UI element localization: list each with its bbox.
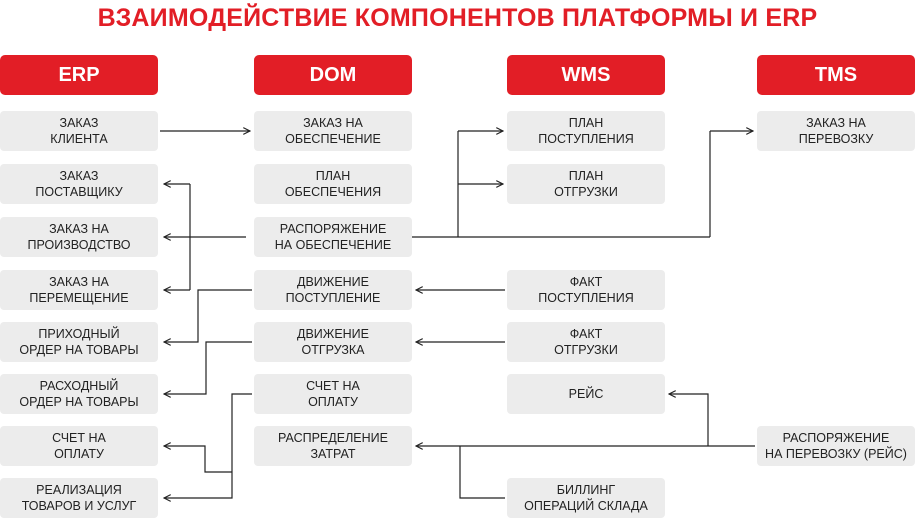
- arrow-invoice-to-erp-sales: [164, 472, 233, 498]
- erp-invoice: СЧЕТ НА ОПЛАТУ: [0, 426, 158, 466]
- header-dom: DOM: [254, 55, 412, 95]
- wms-shipment-fact: ФАКТ ОТГРУЗКИ: [507, 322, 665, 362]
- line-billing-to-cost: [459, 446, 505, 499]
- wms-trip: РЕЙС: [507, 374, 665, 414]
- erp-issue-order: РАСХОДНЫЙ ОРДЕР НА ТОВАРЫ: [0, 374, 158, 414]
- wms-warehouse-billing: БИЛЛИНГ ОПЕРАЦИЙ СКЛАДА: [507, 478, 665, 518]
- header-wms: WMS: [507, 55, 665, 95]
- wms-receipt-plan: ПЛАН ПОСТУПЛЕНИЯ: [507, 111, 665, 151]
- arrow-invoice-to-erp-invoice: [164, 446, 232, 473]
- dom-fulfillment-directive: РАСПОРЯЖЕНИЕ НА ОБЕСПЕЧЕНИЕ: [254, 217, 412, 257]
- erp-customer-order: ЗАКАЗ КЛИЕНТА: [0, 111, 158, 151]
- erp-supplier-order: ЗАКАЗ ПОСТАВЩИКУ: [0, 164, 158, 204]
- erp-sales: РЕАЛИЗАЦИЯ ТОВАРОВ И УСЛУГ: [0, 478, 158, 518]
- erp-receipt-order: ПРИХОДНЫЙ ОРДЕР НА ТОВАРЫ: [0, 322, 158, 362]
- line-invoice-branch: [231, 393, 252, 472]
- erp-transfer-order: ЗАКАЗ НА ПЕРЕМЕЩЕНИЕ: [0, 270, 158, 310]
- erp-production-order: ЗАКАЗ НА ПРОИЗВОДСТВО: [0, 217, 158, 257]
- diagram-title: ВЗАИМОДЕЙСТВИЕ КОМПОНЕНТОВ ПЛАТФОРМЫ И E…: [97, 4, 818, 32]
- header-erp: ERP: [0, 55, 158, 95]
- dom-invoice: СЧЕТ НА ОПЛАТУ: [254, 374, 412, 414]
- arrow-receipt-movement-to-receipt-order: [164, 289, 252, 342]
- wms-receipt-fact: ФАКТ ПОСТУПЛЕНИЯ: [507, 270, 665, 310]
- header-tms: TMS: [757, 55, 915, 95]
- dom-fulfillment-order: ЗАКАЗ НА ОБЕСПЕЧЕНИЕ: [254, 111, 412, 151]
- dom-cost-allocation: РАСПРЕДЕЛЕНИЕ ЗАТРАТ: [254, 426, 412, 466]
- arrow-shipment-movement-to-issue-order: [164, 341, 252, 394]
- dom-shipment-movement: ДВИЖЕНИЕ ОТГРУЗКА: [254, 322, 412, 362]
- tms-transport-order: ЗАКАЗ НА ПЕРЕВОЗКУ: [757, 111, 915, 151]
- arrow-to-trip: [669, 394, 709, 446]
- dom-receipt-movement: ДВИЖЕНИЕ ПОСТУПЛЕНИЕ: [254, 270, 412, 310]
- tms-transport-directive: РАСПОРЯЖЕНИЕ НА ПЕРЕВОЗКУ (РЕЙС): [757, 426, 915, 466]
- wms-shipment-plan: ПЛАН ОТГРУЗКИ: [507, 164, 665, 204]
- dom-fulfillment-plan: ПЛАН ОБЕСПЕЧЕНИЯ: [254, 164, 412, 204]
